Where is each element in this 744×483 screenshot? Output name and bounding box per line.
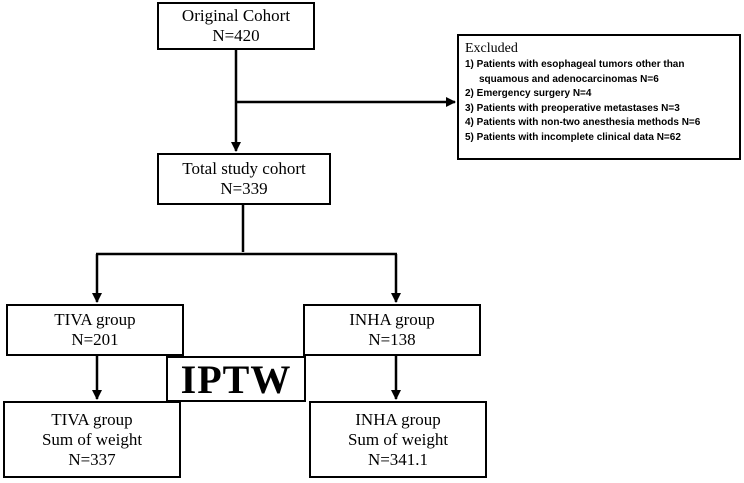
inha-group-n: N=138 (368, 330, 416, 349)
tiva-weighted-n: N=337 (68, 449, 116, 469)
inha-weighted-n: N=341.1 (367, 449, 429, 469)
tiva-weighted-box: TIVA group Sum of weight N=337 (3, 401, 181, 478)
excluded-item-3: 3) Patients with preoperative metastases… (465, 102, 680, 114)
original-cohort-box: Original Cohort N=420 (157, 2, 315, 50)
excluded-item-1-cont: squamous and adenocarcinomas N=6 (479, 73, 659, 85)
total-cohort-box: Total study cohort N=339 (157, 153, 331, 205)
excluded-item-4: 4) Patients with non-two anesthesia meth… (465, 117, 701, 128)
excluded-box: Excluded 1) Patients with esophageal tum… (457, 34, 741, 160)
excluded-item-5: 5) Patients with incomplete clinical dat… (465, 131, 681, 143)
original-cohort-title: Original Cohort (181, 6, 291, 25)
excluded-title: Excluded (465, 41, 518, 56)
total-cohort-title: Total study cohort (182, 159, 306, 178)
total-cohort-n: N=339 (220, 179, 268, 198)
inha-group-box: INHA group N=138 (303, 304, 481, 356)
excluded-item-1: 1) Patients with esophageal tumors other… (465, 59, 685, 70)
iptw-label: IPTW (166, 356, 306, 402)
original-cohort-n: N=420 (212, 26, 260, 45)
inha-weighted-subtitle: Sum of weight (347, 429, 449, 449)
tiva-group-n: N=201 (71, 330, 119, 349)
tiva-group-box: TIVA group N=201 (6, 304, 184, 356)
tiva-weighted-subtitle: Sum of weight (41, 429, 143, 449)
tiva-group-title: TIVA group (54, 310, 136, 329)
inha-group-title: INHA group (349, 310, 435, 329)
tiva-weighted-title: TIVA group (51, 409, 133, 429)
excluded-item-2: 2) Emergency surgery N=4 (465, 88, 592, 99)
inha-weighted-box: INHA group Sum of weight N=341.1 (309, 401, 487, 478)
inha-weighted-title: INHA group (355, 409, 441, 429)
